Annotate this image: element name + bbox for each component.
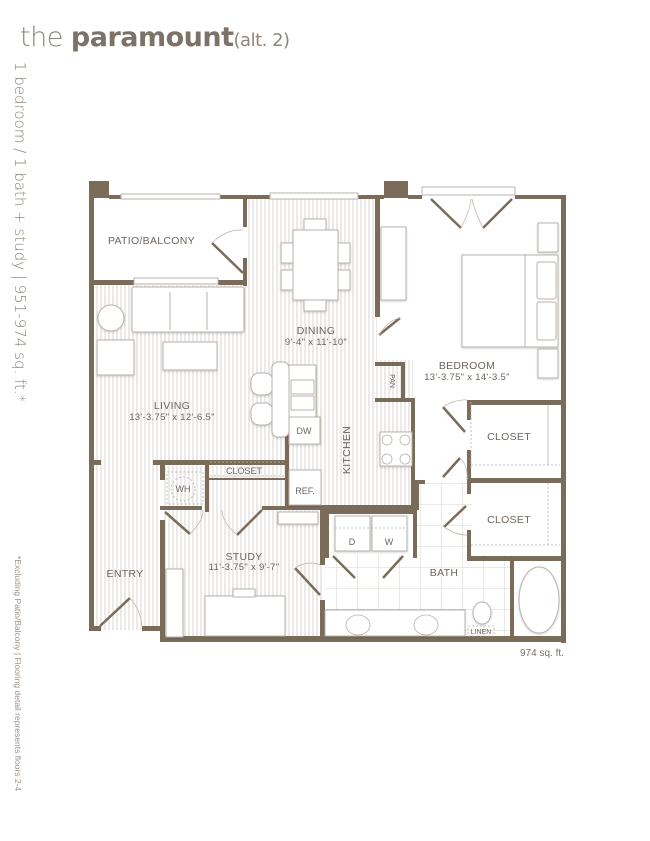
room-label-living: LIVING bbox=[154, 400, 190, 412]
coffee-table bbox=[162, 341, 218, 371]
bar-stool bbox=[250, 402, 274, 426]
sink bbox=[345, 614, 371, 636]
title-variant: (alt. 2) bbox=[233, 30, 291, 51]
plan-title: the paramount(alt. 2) bbox=[20, 22, 290, 53]
fixture-label-washer: W bbox=[385, 537, 394, 547]
dishwasher bbox=[288, 416, 321, 445]
bar-stool bbox=[250, 372, 274, 396]
water-heater bbox=[170, 476, 196, 502]
room-dims-study: 11'-3.75" x 9'-7" bbox=[209, 562, 280, 573]
windows bbox=[120, 186, 516, 285]
nightstand bbox=[537, 222, 559, 253]
nightstand bbox=[537, 348, 559, 379]
title-name: paramount bbox=[70, 22, 234, 53]
dresser bbox=[380, 226, 407, 301]
doors bbox=[99, 198, 513, 627]
dryer bbox=[334, 515, 371, 552]
sink bbox=[413, 614, 439, 636]
room-labels: PATIO/BALCONY DINING 9'-4" x 11'-10" LIV… bbox=[107, 235, 531, 636]
door-swings bbox=[129, 198, 484, 627]
fixture-label-dryer: D bbox=[349, 537, 356, 547]
bathtub bbox=[518, 566, 560, 634]
room-label-entry: ENTRY bbox=[107, 568, 144, 580]
sofa bbox=[131, 286, 245, 333]
refrigerator bbox=[288, 469, 322, 506]
fixture-label-dw: DW bbox=[297, 426, 312, 436]
room-label-patio: PATIO/BALCONY bbox=[108, 235, 195, 247]
fixture-label-pantry: PAN. bbox=[388, 374, 395, 390]
kitchen-island bbox=[271, 361, 290, 438]
furniture bbox=[96, 218, 560, 638]
bookshelf bbox=[165, 568, 184, 638]
fixture-label-wh: WH bbox=[176, 484, 191, 494]
fixture-label-linen: LINEN bbox=[471, 629, 492, 636]
side-table bbox=[97, 304, 125, 332]
total-square-footage: 974 sq. ft. bbox=[520, 648, 564, 659]
range bbox=[379, 431, 413, 467]
room-label-study: STUDY bbox=[225, 551, 262, 563]
dining-table bbox=[292, 229, 339, 301]
desk bbox=[204, 595, 286, 637]
room-label-closet-study: CLOSET bbox=[226, 466, 263, 476]
toilet bbox=[472, 601, 492, 625]
room-dims-living: 13'-3.75" x 12'-6.5" bbox=[129, 412, 215, 423]
room-label-bath: BATH bbox=[430, 567, 458, 579]
room-label-closet-1: CLOSET bbox=[487, 431, 531, 443]
room-label-kitchen: KITCHEN bbox=[341, 426, 353, 474]
room-label-dining: DINING bbox=[297, 325, 336, 337]
armchair bbox=[96, 339, 135, 376]
title-prefix: the bbox=[20, 22, 63, 53]
vanity bbox=[324, 609, 466, 637]
room-label-closet-2: CLOSET bbox=[487, 514, 531, 526]
walls bbox=[89, 181, 566, 643]
room-dims-dining: 9'-4" x 11'-10" bbox=[285, 337, 347, 348]
room-label-bedroom: BEDROOM bbox=[439, 360, 495, 372]
washer bbox=[371, 515, 408, 552]
fixture-label-ref: REF. bbox=[295, 486, 315, 496]
room-dims-bedroom: 13'-3.75" x 14'-3.5" bbox=[424, 372, 510, 383]
